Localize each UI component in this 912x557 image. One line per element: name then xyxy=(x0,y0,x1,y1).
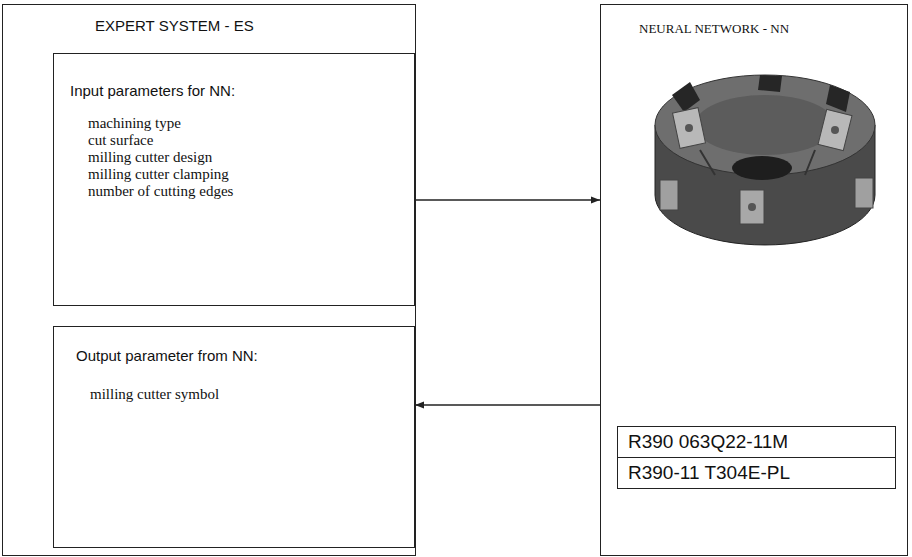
flow-arrow xyxy=(415,199,600,201)
box-heading: R390 063Q22-11M xyxy=(628,431,788,454)
parameter-box: Output parameter from NN: milling cutter … xyxy=(53,326,415,548)
insert-screw xyxy=(748,203,756,211)
chip-pocket xyxy=(672,82,700,112)
parameter-box: Input parameters for NN: machining typecu… xyxy=(53,53,415,306)
chip-pocket xyxy=(758,75,782,92)
box-heading: Input parameters for NN: xyxy=(70,82,235,100)
list-item: milling cutter design xyxy=(88,148,212,166)
cutting-insert xyxy=(818,109,852,150)
network-panel: NEURAL NETWORK - NN R390 063Q22-11M R390-1… xyxy=(600,4,908,556)
symbol-box: R390 063Q22-11M xyxy=(617,426,896,458)
chip-pocket xyxy=(826,85,850,112)
center-bore xyxy=(732,156,792,180)
symbol-box: R390-11 T304E-PL xyxy=(617,457,896,489)
insert-screw xyxy=(831,126,839,134)
list-item: machining type xyxy=(88,114,181,132)
box-heading: R390-11 T304E-PL xyxy=(628,462,790,485)
cutting-insert xyxy=(673,108,706,149)
cutting-insert xyxy=(855,178,873,208)
box-heading: Output parameter from NN: xyxy=(76,347,258,365)
cutting-insert xyxy=(740,190,764,224)
list-item: milling cutter symbol xyxy=(90,385,219,403)
cutter-edge xyxy=(700,150,815,175)
insert-screw xyxy=(685,124,693,132)
box-heading: EXPERT SYSTEM - ES xyxy=(95,17,254,35)
flow-arrow xyxy=(415,404,600,406)
system-panel: EXPERT SYSTEM - ES Input parameters for N… xyxy=(2,4,416,556)
list-item: milling cutter clamping xyxy=(88,165,229,183)
cutting-insert xyxy=(660,180,678,210)
list-item: number of cutting edges xyxy=(88,182,233,200)
box-heading: NEURAL NETWORK - NN xyxy=(639,21,789,37)
cutter-hub xyxy=(695,95,835,155)
list-item: cut surface xyxy=(88,131,153,149)
